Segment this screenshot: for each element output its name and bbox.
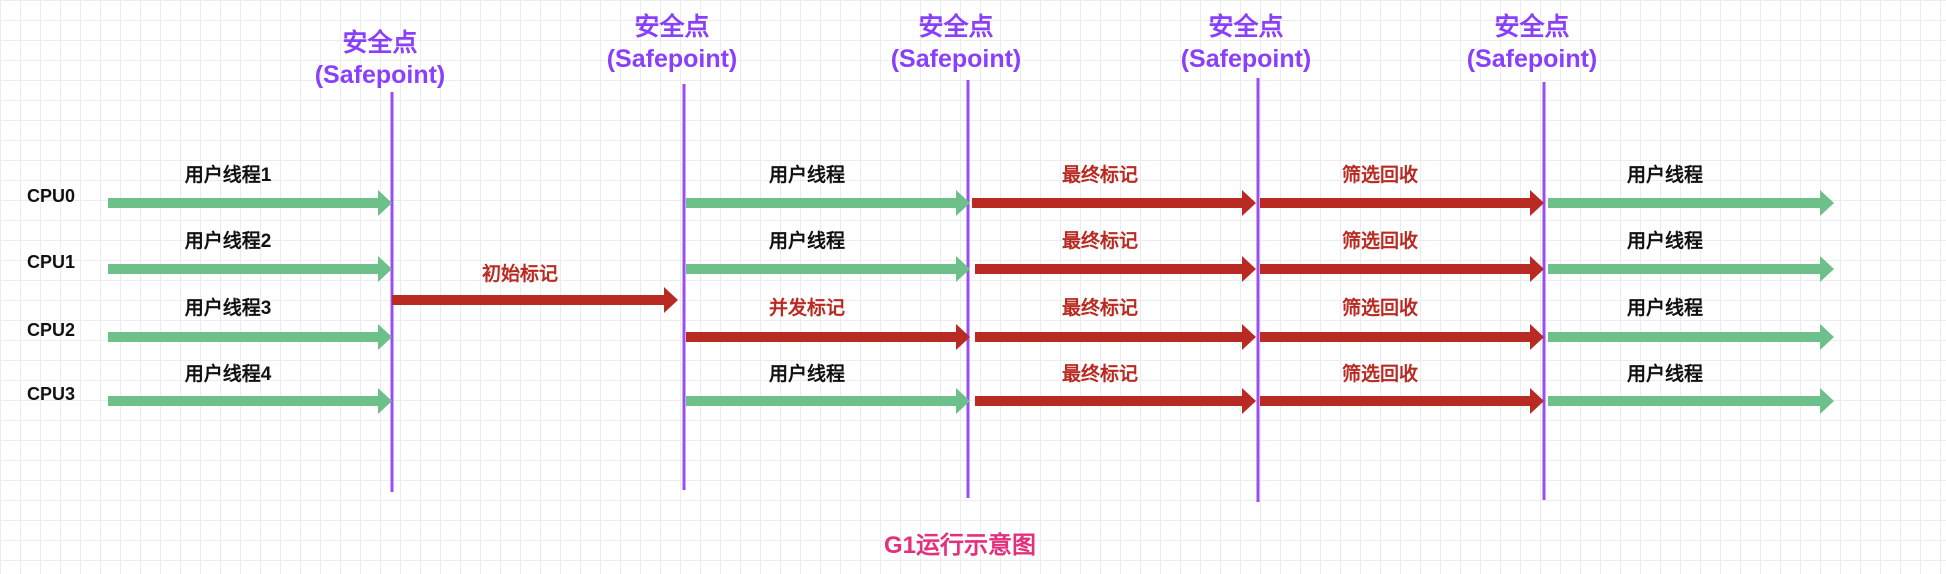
user-thread-label: 用户线程: [1627, 229, 1703, 252]
user-thread-label: 用户线程: [769, 229, 845, 252]
safepoint-label-en: (Safepoint): [607, 45, 738, 73]
gc-phase-label: 筛选回收: [1342, 163, 1418, 186]
initial-mark-arrow: [392, 287, 678, 313]
user-thread-label: 用户线程4: [185, 362, 272, 385]
user-thread-arrow: [108, 324, 392, 350]
user-thread-arrow: [1548, 256, 1834, 282]
gc-phase-label: 筛选回收: [1342, 229, 1418, 252]
user-thread-label: 用户线程: [1627, 362, 1703, 385]
user-thread-arrow: [1548, 324, 1834, 350]
cpu-label: CPU3: [27, 384, 75, 404]
gc-phase-arrow: [686, 324, 970, 350]
user-thread-arrow: [686, 388, 970, 414]
cpu-label: CPU2: [27, 320, 75, 340]
user-thread-arrow: [108, 388, 392, 414]
user-thread-arrow: [108, 256, 392, 282]
user-thread-arrow: [686, 190, 970, 216]
gc-phase-arrow: [1260, 190, 1544, 216]
user-thread-arrow: [1548, 388, 1834, 414]
safepoint-label-en: (Safepoint): [1467, 45, 1598, 73]
gc-phase-arrow: [1260, 256, 1544, 282]
user-thread-label: 用户线程: [769, 163, 845, 186]
gc-phase-label: 筛选回收: [1342, 296, 1418, 319]
gc-phase-arrow: [975, 256, 1256, 282]
safepoint-label-cn: 安全点: [634, 12, 709, 41]
user-thread-label: 用户线程1: [185, 163, 272, 186]
initial-mark-label: 初始标记: [482, 262, 558, 285]
diagram-title: G1运行示意图: [884, 531, 1036, 559]
safepoint-label-cn: 安全点: [1208, 12, 1283, 41]
gc-phase-arrow: [1260, 324, 1544, 350]
gc-phase-label: 最终标记: [1062, 296, 1138, 319]
user-thread-label: 用户线程: [1627, 163, 1703, 186]
gc-phase-arrow: [975, 324, 1256, 350]
safepoint-label-en: (Safepoint): [891, 45, 1022, 73]
cpu-label: CPU0: [27, 186, 75, 206]
safepoint-label-cn: 安全点: [342, 28, 417, 57]
gc-phase-arrow: [975, 388, 1256, 414]
user-thread-arrow: [686, 256, 970, 282]
gc-phase-arrow: [1260, 388, 1544, 414]
gc-phase-arrow: [972, 190, 1256, 216]
safepoint-label-en: (Safepoint): [315, 61, 446, 89]
user-thread-label: 用户线程: [769, 362, 845, 385]
gc-phase-label: 筛选回收: [1342, 362, 1418, 385]
user-thread-label: 用户线程3: [185, 296, 272, 319]
gc-phase-label: 最终标记: [1062, 163, 1138, 186]
user-thread-arrow: [1548, 190, 1834, 216]
gc-phase-label: 并发标记: [769, 296, 845, 319]
safepoint-label-en: (Safepoint): [1181, 45, 1312, 73]
safepoint-label-cn: 安全点: [918, 12, 993, 41]
cpu-label: CPU1: [27, 252, 75, 272]
user-thread-label: 用户线程: [1627, 296, 1703, 319]
gc-phase-label: 最终标记: [1062, 229, 1138, 252]
safepoint-label-cn: 安全点: [1494, 12, 1569, 41]
user-thread-label: 用户线程2: [185, 229, 272, 252]
user-thread-arrow: [108, 190, 392, 216]
gc-phase-label: 最终标记: [1062, 362, 1138, 385]
